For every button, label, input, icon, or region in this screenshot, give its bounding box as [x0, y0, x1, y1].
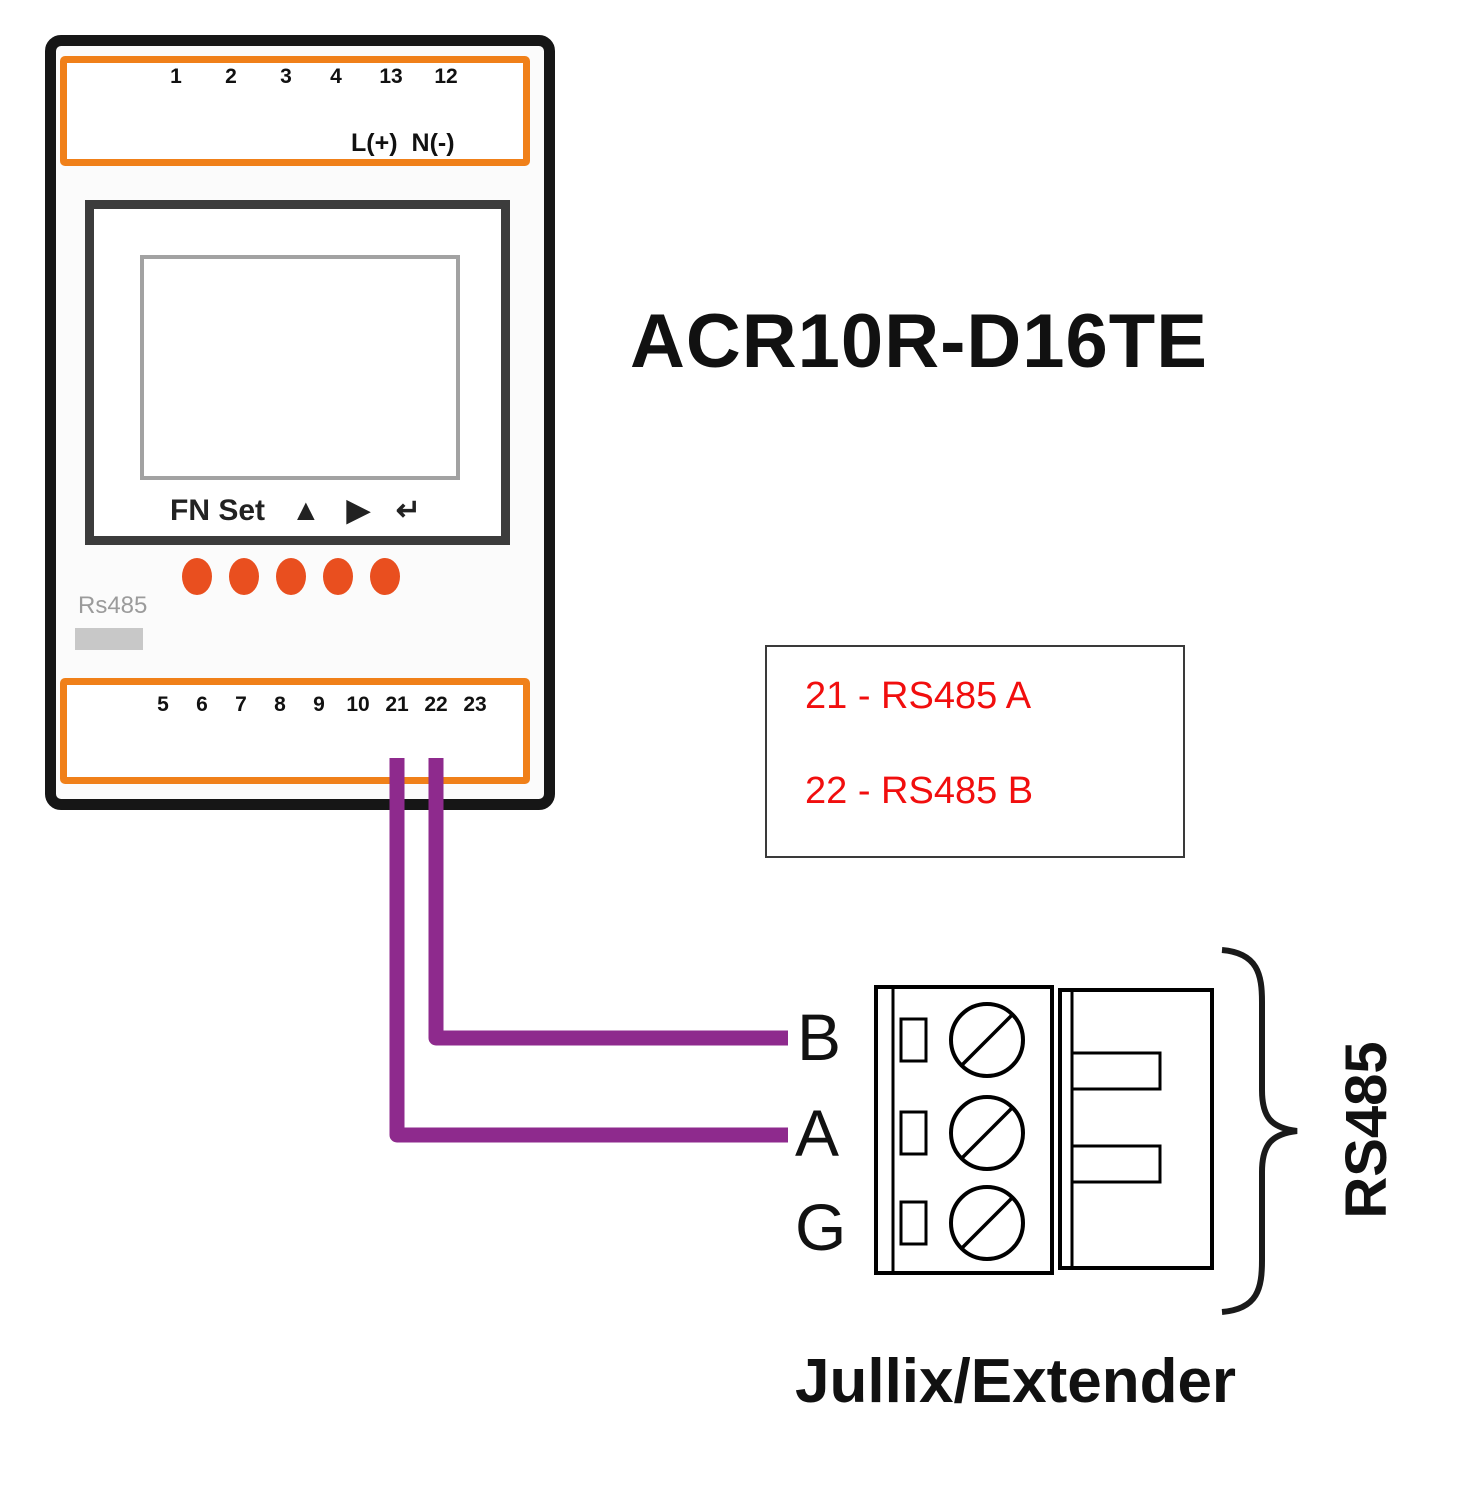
- diagram-title: ACR10R-D16TE: [630, 299, 1208, 384]
- legend-line: 21 - RS485 A: [805, 675, 1032, 717]
- terminal-10: 10: [339, 693, 377, 717]
- rs485-brace: [1221, 947, 1298, 1315]
- led-indicator: [323, 558, 353, 595]
- led-indicator: [182, 558, 212, 595]
- connector-screw-icon: [949, 1002, 1025, 1078]
- terminal-number: 5: [157, 693, 169, 716]
- terminal-number: 8: [274, 693, 286, 716]
- up-arrow-icon: ▲: [291, 493, 321, 527]
- terminal-9: 9: [300, 693, 338, 717]
- terminal-number: 9: [313, 693, 325, 716]
- rs485-vertical-label: RS485: [1334, 1041, 1399, 1219]
- terminal-number: 7: [235, 693, 247, 716]
- power-label-line: L(+) N(-): [351, 129, 455, 158]
- terminal-2: 2: [212, 65, 250, 89]
- wire-hole: [899, 1200, 928, 1246]
- energy-meter-device: 1 2 3 4 13 12 L(+) N(-) FN Set ▲ ▶ ↵: [45, 35, 555, 810]
- fn-set-label: FN Set: [170, 493, 266, 527]
- terminal-3: 3: [267, 65, 305, 89]
- led-indicator: [370, 558, 400, 595]
- pin-label-a: A: [795, 1096, 840, 1170]
- wire-hole: [899, 1110, 928, 1156]
- terminal-4: 4: [317, 65, 355, 89]
- n-minus-label: N(-): [411, 129, 455, 157]
- terminal-number: 13: [379, 65, 403, 88]
- pin-label-b: B: [797, 1000, 842, 1074]
- rs485-port: [75, 628, 143, 650]
- enter-arrow-icon: ↵: [395, 494, 421, 527]
- led-indicator: [276, 558, 306, 595]
- terminal-13: 13: [372, 65, 410, 89]
- led-indicator: [229, 558, 259, 595]
- wire-terminal21-to-a: [389, 758, 788, 1143]
- terminal-8: 8: [261, 693, 299, 717]
- connector-screw-icon: [949, 1185, 1025, 1261]
- terminal-1: 1: [157, 65, 195, 89]
- terminal-number: 6: [196, 693, 208, 716]
- l-plus-label: L(+): [351, 129, 398, 157]
- connector-caption: Jullix/Extender: [795, 1347, 1237, 1416]
- terminal-23: 23: [456, 693, 494, 717]
- terminal-number: 10: [346, 693, 370, 716]
- rs485-port-label: Rs485: [78, 592, 148, 619]
- legend-box: 21 - RS485 A 22 - RS485 B: [765, 645, 1185, 858]
- terminal-12: 12: [427, 65, 465, 89]
- bottom-terminal-strip: 5 6 7 8 9 10 21 22 23: [60, 678, 530, 784]
- terminal-number: 3: [280, 65, 292, 88]
- top-terminal-strip: 1 2 3 4 13 12 L(+) N(-): [60, 56, 530, 166]
- lcd-screen: [140, 255, 460, 480]
- terminal-6: 6: [183, 693, 221, 717]
- terminal-number: 22: [424, 693, 448, 716]
- legend-line: 22 - RS485 B: [805, 770, 1034, 812]
- terminal-number: 2: [225, 65, 237, 88]
- terminal-number: 21: [385, 693, 409, 716]
- connector-screw-icon: [949, 1095, 1025, 1171]
- pin-label-g: G: [795, 1190, 847, 1264]
- terminal-number: 23: [463, 693, 487, 716]
- button-row: FN Set ▲ ▶ ↵: [170, 493, 421, 528]
- terminal-5: 5: [144, 693, 182, 717]
- terminal-number: 12: [434, 65, 458, 88]
- wire-hole: [899, 1017, 928, 1063]
- terminal-number: 1: [170, 65, 182, 88]
- led-row: [182, 558, 400, 595]
- terminal-21: 21: [378, 693, 416, 717]
- right-arrow-icon: ▶: [346, 494, 370, 527]
- terminal-7: 7: [222, 693, 260, 717]
- rs485-connector: [874, 985, 1214, 1275]
- display-bezel: FN Set ▲ ▶ ↵: [85, 200, 510, 545]
- terminal-number: 4: [330, 65, 342, 88]
- terminal-22: 22: [417, 693, 455, 717]
